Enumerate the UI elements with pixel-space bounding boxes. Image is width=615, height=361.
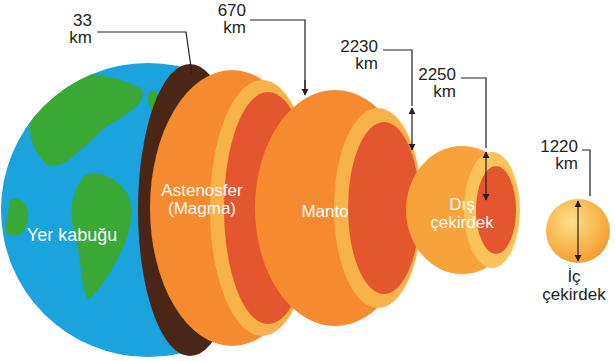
inner-core-box: İç çekirdek bbox=[536, 268, 612, 305]
dimension-label: 2250 km bbox=[404, 66, 456, 101]
dimension-label: 33 km bbox=[56, 12, 92, 47]
outer-core-shell bbox=[406, 146, 520, 274]
layer-name: Astenosfer (Magma) bbox=[146, 182, 258, 219]
mantle-box: Manto bbox=[290, 203, 360, 221]
mantle-shell bbox=[255, 90, 422, 326]
layer-name: Manto bbox=[290, 203, 360, 221]
inner-core-ball bbox=[546, 199, 610, 263]
layer-name: Yer kabuğu bbox=[6, 226, 138, 245]
asthenosphere-box: Astenosfer (Magma) bbox=[146, 182, 258, 219]
outer-core-box: Dış çekirdek bbox=[420, 196, 504, 233]
dimension-label: 670 km bbox=[200, 2, 246, 37]
dimension-label: 2230 km bbox=[326, 38, 378, 73]
layer-name: İç çekirdek bbox=[536, 268, 612, 305]
layer-name: Dış çekirdek bbox=[420, 196, 504, 233]
dimension-label: 1220 km bbox=[528, 138, 578, 173]
crust-label-box: Yer kabuğu bbox=[6, 226, 138, 245]
leader-lines bbox=[97, 20, 590, 261]
